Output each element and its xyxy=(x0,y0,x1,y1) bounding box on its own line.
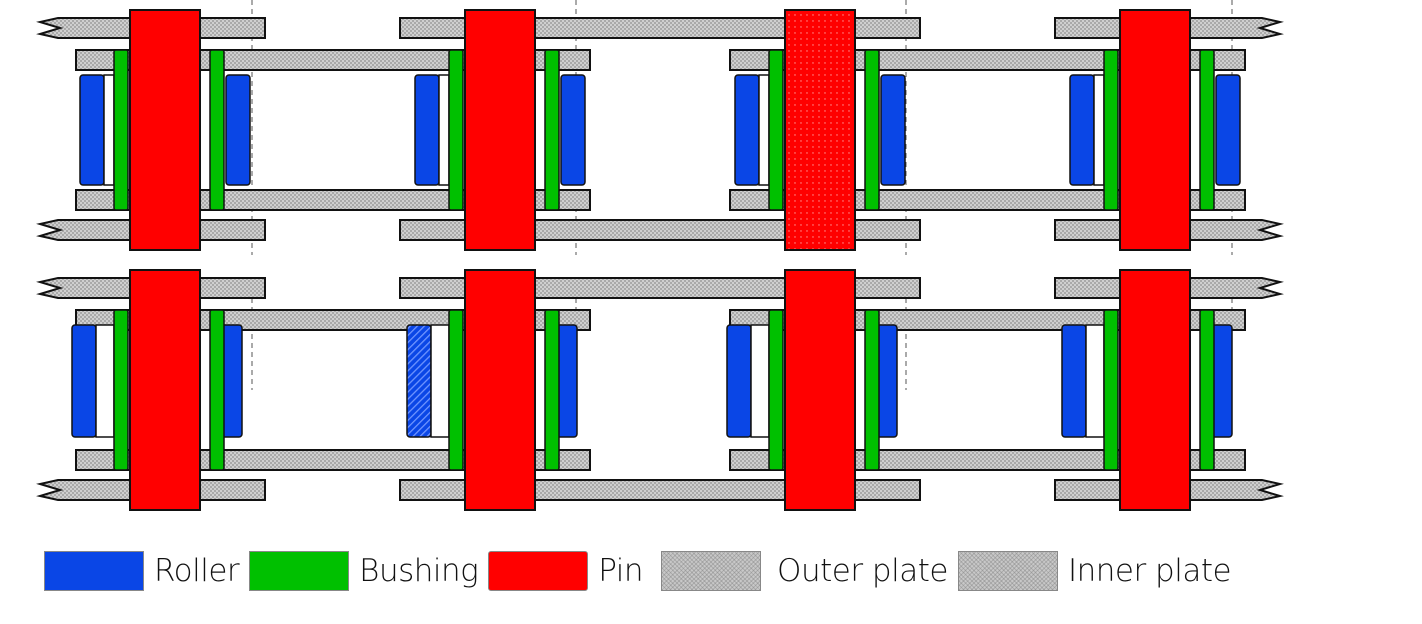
roller-chain-diagram xyxy=(36,0,1284,511)
inner-plate-swatch xyxy=(957,551,1058,591)
pin-swatch xyxy=(488,551,589,591)
chain-row xyxy=(36,269,1284,511)
roller xyxy=(1061,324,1087,438)
bushing-swatch xyxy=(249,551,350,591)
bushing xyxy=(864,309,880,471)
roller-gap xyxy=(430,324,450,438)
roller xyxy=(225,74,251,186)
bushing xyxy=(1199,49,1215,211)
outer-plate-swatch xyxy=(661,551,762,591)
roller xyxy=(1069,74,1095,186)
roller xyxy=(414,74,440,186)
roller-gap xyxy=(1093,74,1105,186)
legend-item-roller: Roller xyxy=(44,551,240,591)
pin xyxy=(464,269,536,511)
legend-label: Bushing xyxy=(359,553,479,589)
roller-gap xyxy=(750,324,770,438)
roller-gap xyxy=(95,324,115,438)
pin xyxy=(129,269,201,511)
legend-item-bushing: Bushing xyxy=(249,551,479,591)
pin xyxy=(1119,9,1191,251)
roller xyxy=(880,74,906,186)
roller xyxy=(406,324,432,438)
bushing xyxy=(768,309,784,471)
bushing xyxy=(1103,309,1119,471)
roller xyxy=(79,74,105,186)
roller-gap xyxy=(1085,324,1105,438)
bushing xyxy=(1103,49,1119,211)
bushing xyxy=(113,49,129,211)
roller xyxy=(1215,74,1241,186)
pin xyxy=(784,269,856,511)
chain-row xyxy=(36,0,1284,255)
bushing xyxy=(864,49,880,211)
roller-gap xyxy=(438,74,450,186)
bushing xyxy=(544,49,560,211)
legend-label: Outer plate xyxy=(777,553,948,589)
roller xyxy=(726,324,752,438)
legend-item-outer-plate: Outer plate xyxy=(661,551,948,591)
bushing xyxy=(544,309,560,471)
bushing xyxy=(1199,309,1215,471)
legend: Roller Bushing Pin Outer plate Inner pla… xyxy=(44,550,1241,592)
legend-label: Inner plate xyxy=(1067,553,1232,589)
legend-label: Pin xyxy=(598,553,644,589)
legend-item-pin: Pin xyxy=(488,551,644,591)
pin xyxy=(129,9,201,251)
roller-gap xyxy=(103,74,115,186)
bushing xyxy=(113,309,129,471)
pin xyxy=(464,9,536,251)
legend-item-inner-plate: Inner plate xyxy=(957,551,1232,591)
roller xyxy=(71,324,97,438)
bushing xyxy=(209,49,225,211)
bushing xyxy=(768,49,784,211)
roller-swatch xyxy=(44,551,144,591)
pin xyxy=(1119,269,1191,511)
bushing xyxy=(448,49,464,211)
legend-label: Roller xyxy=(154,553,240,589)
roller xyxy=(734,74,760,186)
roller-gap xyxy=(758,74,770,186)
roller xyxy=(560,74,586,186)
bushing xyxy=(209,309,225,471)
pin xyxy=(784,9,856,251)
bushing xyxy=(448,309,464,471)
